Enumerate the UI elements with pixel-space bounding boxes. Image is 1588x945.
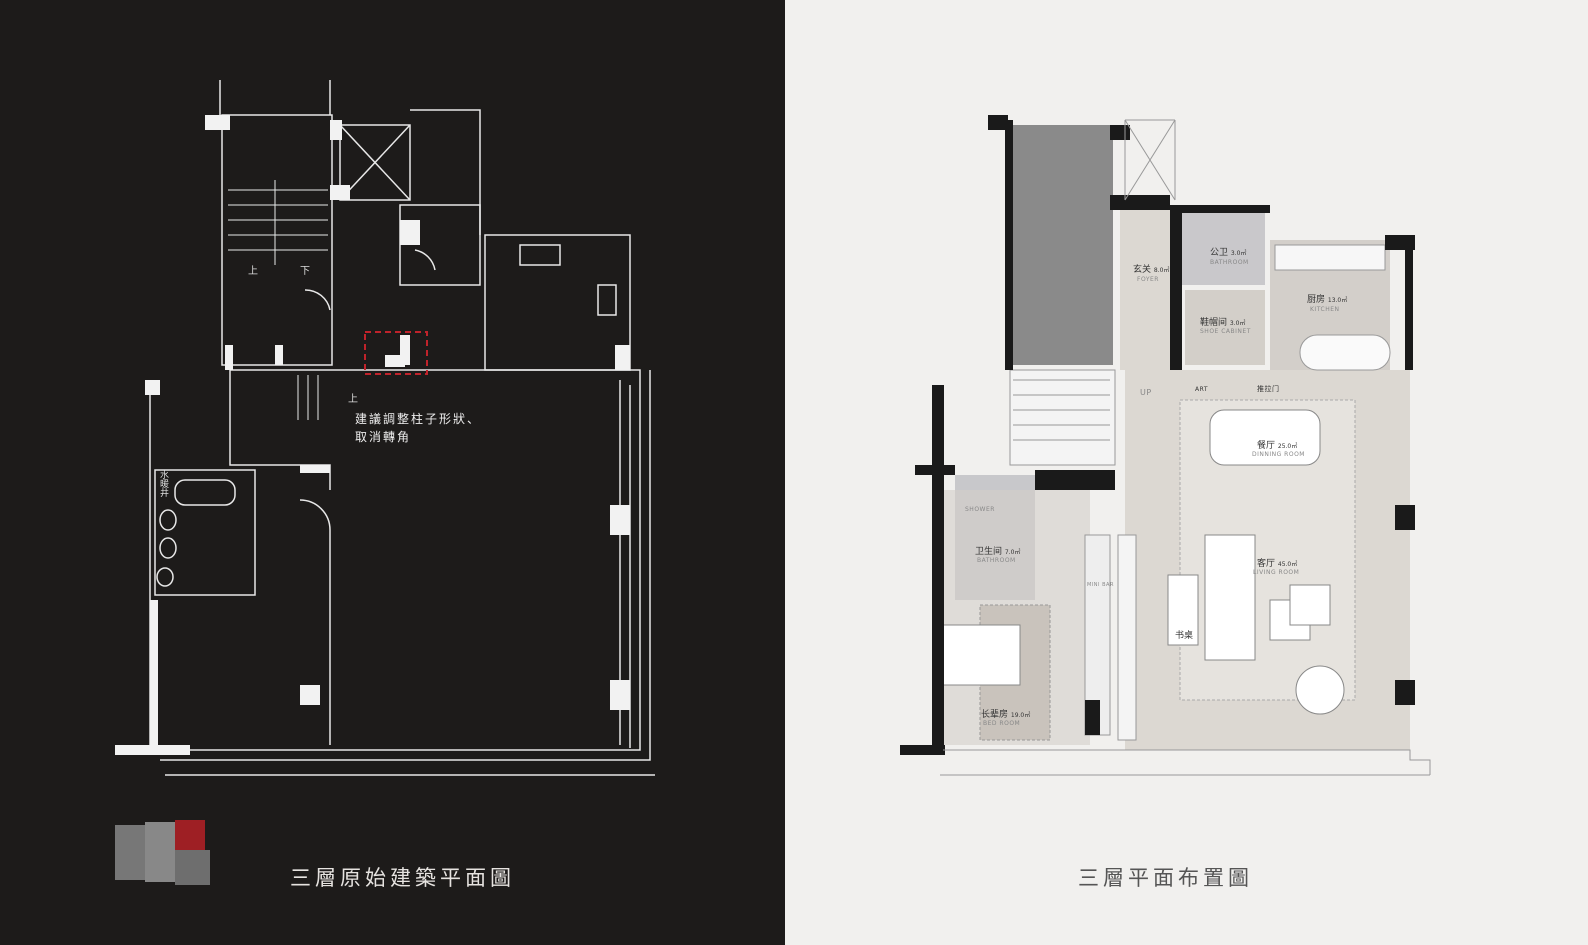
layout-floor-plan [900, 115, 1431, 776]
room-en-living: LIVING ROOM [1253, 569, 1300, 576]
room-label-elder-bedroom: 长辈房 19.0㎡ [981, 710, 1031, 720]
room-label-dining: 餐厅 25.0㎡ [1257, 441, 1298, 451]
stair-core-wall [221, 114, 333, 366]
original-plan-panel: 上 下 上 水暖井 建議調整柱子形狀、 取消轉角 三層原始建築平面圖 [0, 0, 785, 945]
mini-bar-label: MINI BAR [1087, 582, 1114, 588]
room-en-public-bath: BATHROOM [1210, 259, 1249, 266]
stair-up-label-2: 上 [348, 394, 358, 405]
desk [1167, 574, 1199, 646]
art-label: ART [1195, 386, 1209, 393]
room-label-shoe: 鞋帽间 3.0㎡ [1200, 318, 1246, 328]
room-en-dining: DINNING ROOM [1252, 451, 1305, 458]
key-plan-thumbnail [115, 820, 210, 885]
room-en-elder-bedroom: BED ROOM [983, 720, 1021, 727]
layout-plan-panel: 玄关 8.0㎡ FOYER 公卫 3.0㎡ BATHROOM 鞋帽间 3.0㎡ … [785, 0, 1588, 945]
stair-down-label: 下 [300, 266, 310, 277]
design-annotation: 建議調整柱子形狀、 取消轉角 [355, 410, 495, 446]
room-en-foyer: FOYER [1137, 276, 1159, 283]
room-label-kitchen: 厨房 13.0㎡ [1307, 295, 1348, 305]
annotation-line-2: 取消轉角 [355, 430, 412, 444]
column-highlight-box [364, 331, 428, 375]
bathroom-room [154, 469, 256, 596]
room-en-shoe: SHOE CABINET [1200, 328, 1251, 335]
sliding-door-label: 推拉门 [1257, 385, 1280, 393]
public-bathroom [1180, 210, 1265, 285]
study-desk-label: 书桌 [1175, 631, 1194, 641]
elevator-shaft [339, 124, 411, 201]
foyer-floor [1120, 210, 1175, 370]
shower-label: SHOWER [965, 506, 995, 513]
stairwell [1008, 125, 1113, 365]
annotation-line-1: 建議調整柱子形狀、 [355, 412, 482, 426]
original-plan-title: 三層原始建築平面圖 [290, 866, 515, 890]
up-label: UP [1140, 388, 1152, 397]
room-label-living: 客厅 45.0㎡ [1257, 559, 1298, 569]
stair-up-label: 上 [248, 266, 258, 277]
bed [939, 624, 1021, 686]
dining-table [1209, 409, 1321, 466]
layout-plan-title: 三層平面布置圖 [1078, 866, 1253, 890]
room-en-guest-bath: BATHROOM [977, 557, 1016, 564]
room-label-public-bath: 公卫 3.0㎡ [1210, 248, 1247, 258]
shoe-room [1185, 290, 1265, 365]
room-label-guest-bath: 卫生间 7.0㎡ [975, 547, 1021, 557]
sofa [1204, 534, 1256, 661]
kitchen-room [484, 234, 631, 371]
shaft-label: 水暖井 [158, 470, 168, 497]
room-label-foyer: 玄关 8.0㎡ [1133, 265, 1170, 275]
room-en-kitchen: KITCHEN [1310, 306, 1340, 313]
original-floor-plan [115, 80, 655, 885]
